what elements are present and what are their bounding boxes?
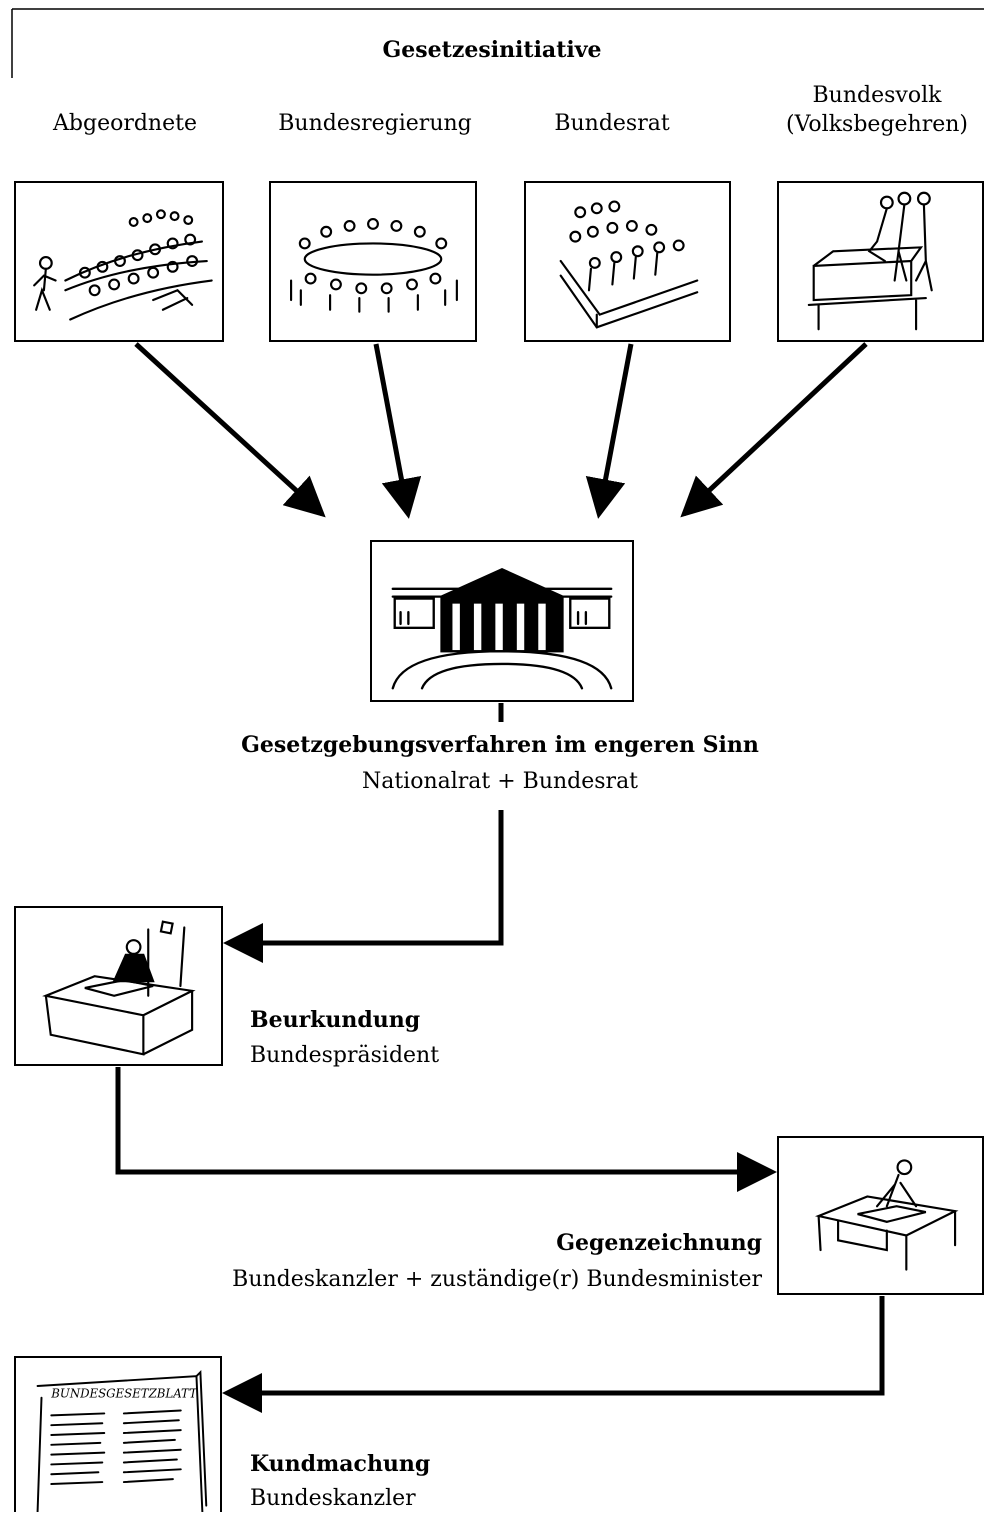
promulgation-box: BUNDESGESETZBLATT [14,1356,222,1512]
step-certification-title: Beurkundung [250,1007,421,1033]
initiator-box-bundesregierung [269,181,477,342]
step-promulgation-title: Kundmachung [250,1451,431,1477]
diagram-title: Gesetzesinitiative [382,37,602,63]
law-gazette-icon: BUNDESGESETZBLATT [36,1369,208,1512]
initiator-label-bundesvolk-line2: (Volksbegehren) [785,111,968,137]
countersignature-box [777,1136,984,1295]
step-countersignature-subtitle: Bundeskanzler + zuständige(r) Bundesmini… [232,1267,762,1292]
certification-box [14,906,223,1066]
gazette-label: BUNDESGESETZBLATT [50,1387,198,1401]
initiator-box-abgeordnete [14,181,224,342]
ballot-box-icon [807,191,933,331]
council-benches-icon [559,200,699,329]
round-table-meeting-icon [290,218,458,313]
initiator-label-abgeordnete: Abgeordnete [53,111,197,136]
arrow-certification-to-countersignature [115,1067,777,1192]
initiator-box-bundesvolk [777,181,984,342]
president-desk-icon [42,920,196,1056]
arrow-bundesregierung-to-parliament [373,343,422,519]
parliament-box [370,540,634,702]
parliament-building-icon [391,568,613,690]
step-certification-subtitle: Bundespräsident [250,1043,440,1068]
step-countersignature-title: Gegenzeichnung [556,1230,762,1256]
arrow-abgeordnete-to-parliament [134,342,326,518]
parliament-seating-icon [33,209,213,321]
arrow-countersignature-to-promulgation [222,1296,885,1413]
initiator-box-bundesrat [524,181,731,342]
initiator-label-bundesvolk: Bundesvolk (Volksbegehren) [770,82,984,139]
initiator-label-bundesvolk-line1: Bundesvolk [812,83,942,108]
signing-desk-icon [814,1159,959,1271]
arrow-bundesvolk-to-parliament [680,342,868,518]
step-promulgation-subtitle: Bundeskanzler [250,1486,416,1511]
initiator-label-bundesrat: Bundesrat [554,111,670,136]
step-parliament-subtitle: Nationalrat + Bundesrat [361,769,639,794]
arrow-parliament-to-certification [223,810,504,963]
step-parliament-title: Gesetzgebungsverfahren im engeren Sinn [241,732,759,758]
initiator-label-bundesregierung: Bundesregierung [278,111,472,136]
arrow-bundesrat-to-parliament [585,343,634,519]
